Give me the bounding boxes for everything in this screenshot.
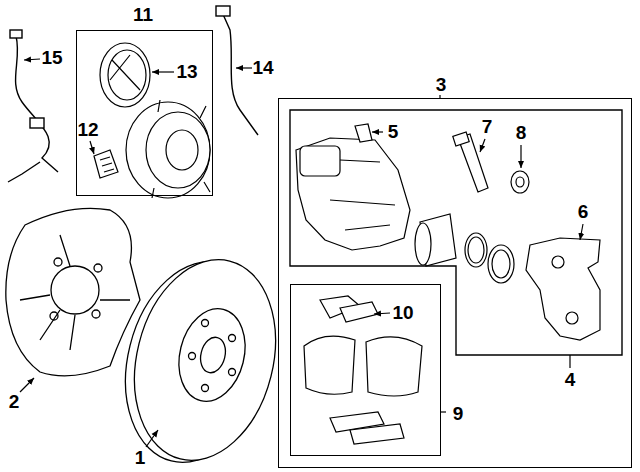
wheel-hub-part	[94, 150, 118, 178]
dust-shield	[6, 208, 140, 376]
caliper-parts-part	[415, 223, 431, 265]
brake-rotor-part	[202, 385, 209, 392]
caliper-parts-part	[492, 250, 510, 278]
leader-lines-part	[90, 141, 94, 154]
wheel-hub-part	[100, 157, 114, 172]
wheel-hub-part	[108, 50, 146, 100]
caliper-parts-part	[566, 312, 578, 324]
caliper-parts-part	[330, 160, 395, 230]
brake-rotor-part	[202, 320, 209, 327]
callout-number: 5	[388, 122, 399, 142]
wheel-hub-part	[110, 55, 140, 90]
dust-shield-part	[20, 235, 130, 350]
callout-number: 12	[77, 120, 98, 140]
caliper-parts-part	[468, 237, 484, 263]
leader-lines	[20, 59, 583, 447]
sensor-wire-and-hose	[8, 6, 258, 182]
caliper-parts-part	[516, 177, 524, 187]
wheel-hub	[94, 43, 210, 198]
brake-pads-part	[350, 424, 404, 444]
group-box: 9	[290, 284, 441, 456]
leader-lines-part	[152, 71, 174, 72]
sensor-wire-and-hose-part	[30, 118, 44, 128]
brake-pads-part	[366, 337, 422, 396]
caliper-subassembly-outline-part	[290, 110, 622, 355]
caliper-parts-part	[552, 256, 564, 268]
sensor-wire-and-hose-part	[10, 30, 22, 38]
brake-rotor-part	[229, 335, 236, 342]
sensor-wire-and-hose-part	[8, 162, 40, 182]
leader-lines-part	[580, 224, 583, 240]
group-box: 11	[76, 30, 213, 196]
caliper-parts-part	[526, 238, 600, 340]
caliper-parts-part	[453, 132, 469, 146]
brake-rotor-part	[170, 302, 255, 409]
wheel-hub-part	[100, 43, 150, 107]
caliper-parts-part	[511, 171, 529, 193]
dust-shield-part	[6, 208, 140, 376]
callout-number: 8	[516, 123, 527, 143]
dust-shield-part	[94, 264, 102, 272]
leader-lines-part	[146, 430, 158, 447]
callout-number: 14	[252, 58, 273, 78]
caliper-parts-part	[465, 233, 487, 267]
leader-lines-part	[20, 378, 34, 392]
caliper-parts-part	[296, 138, 410, 250]
brake-rotor-part	[189, 353, 196, 360]
leader-lines-part	[236, 67, 252, 68]
sensor-wire-and-hose-part	[216, 6, 230, 16]
callout-number: 15	[41, 48, 62, 68]
caliper-parts	[296, 124, 600, 340]
callout-number: 6	[578, 202, 589, 222]
callout-number: 13	[176, 62, 197, 82]
leader-lines-part	[520, 145, 521, 168]
caliper-parts-part	[355, 124, 372, 142]
callout-number: 2	[9, 392, 20, 412]
brake-rotor-part	[197, 335, 229, 376]
caliper-parts-part	[488, 245, 514, 283]
wheel-hub-part	[126, 102, 210, 198]
caliper-subassembly-outline	[290, 110, 622, 355]
dust-shield-part	[54, 258, 62, 266]
brake-rotor-part	[229, 369, 236, 376]
leader-lines-part	[372, 131, 383, 132]
leader-lines-part	[24, 59, 40, 60]
callout-number: 7	[482, 117, 493, 137]
callout-number: 4	[565, 370, 576, 390]
wheel-hub-part	[152, 100, 210, 198]
callout-number: 11	[133, 5, 153, 25]
brake-pads-part	[304, 336, 355, 394]
brake-pads	[304, 296, 422, 444]
wheel-hub-part	[146, 112, 210, 188]
dust-shield-part	[92, 310, 100, 318]
leader-lines-part	[480, 139, 485, 152]
callout-number: 1	[135, 448, 146, 468]
group-box: 39	[278, 98, 632, 468]
callout-number: 9	[453, 404, 464, 424]
leader-lines-part	[569, 355, 570, 368]
caliper-parts-part	[300, 146, 340, 176]
brake-pads-part	[340, 302, 378, 322]
wheel-hub-part	[166, 130, 198, 170]
brake-rotor	[105, 245, 295, 472]
callout-number: 10	[392, 303, 413, 323]
leader-lines-part	[374, 313, 390, 314]
brake-rotor-part	[114, 245, 295, 472]
dust-shield-part	[51, 266, 99, 314]
callout-number: 3	[436, 75, 447, 95]
